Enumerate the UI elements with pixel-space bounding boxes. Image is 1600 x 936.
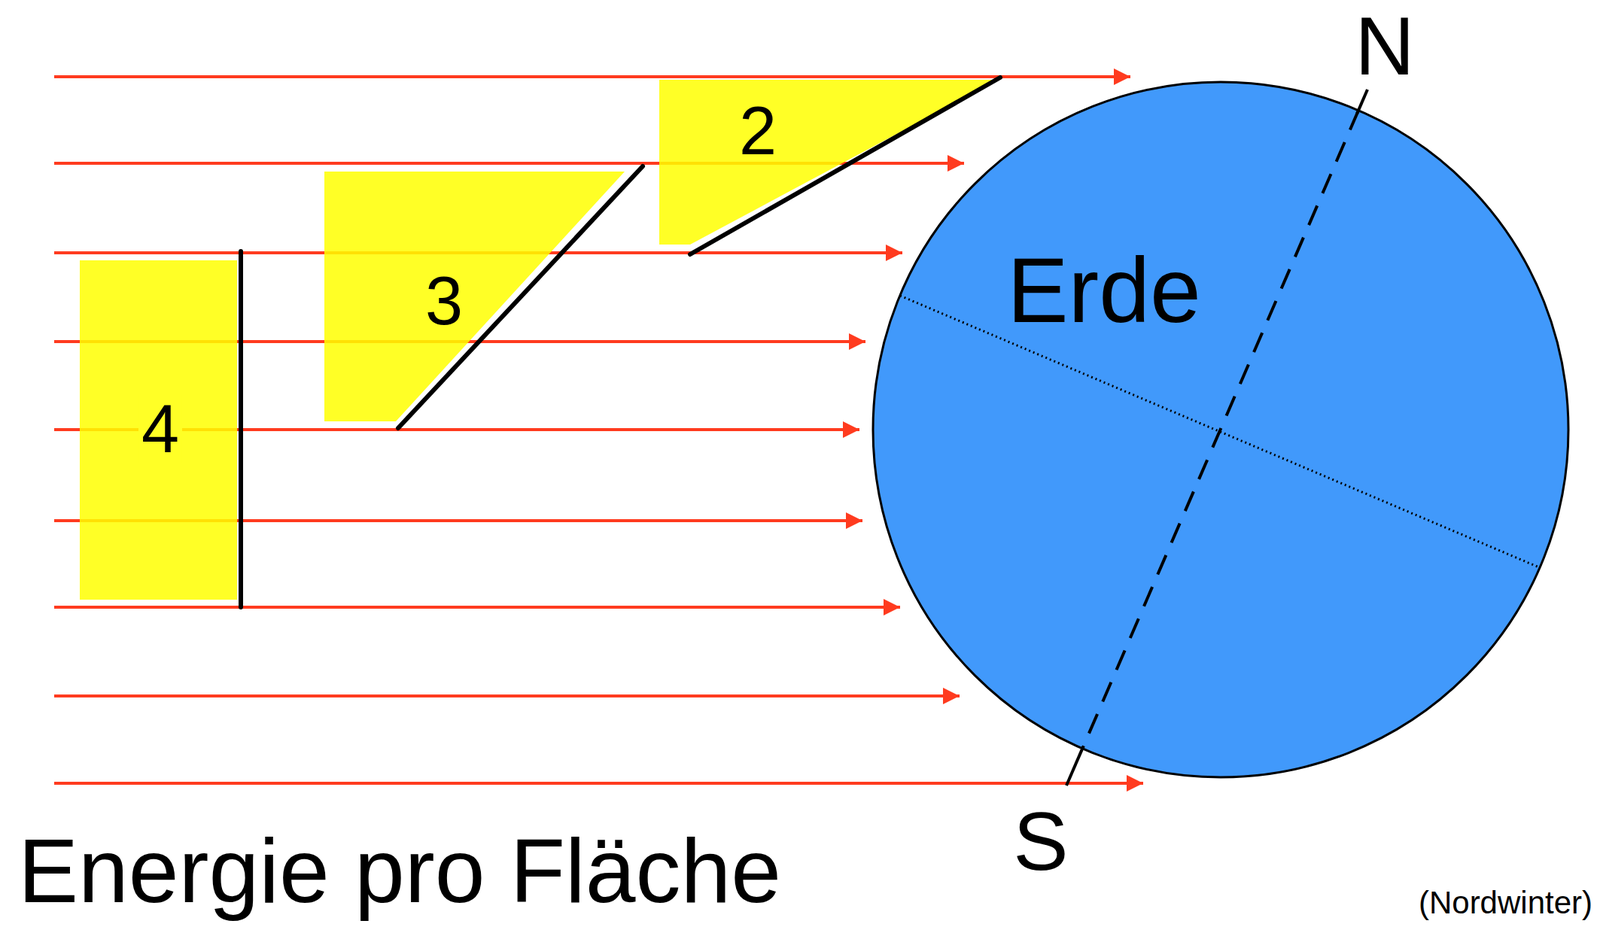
irradiated-area: 3 [319,161,648,433]
sun-ray-arrow [54,605,901,609]
axis-end-north [1356,89,1368,114]
area-shape [319,161,648,433]
caption: Energie pro Fläche [18,825,782,916]
yellow-area [79,260,238,600]
earth-axis [1082,110,1359,749]
surface-line [398,166,643,429]
earth-circle: Erde [871,80,1570,779]
irradiated-area: 4 [79,260,238,600]
pole-label: N [1354,4,1415,88]
surface-line [238,251,244,608]
area-number: 3 [425,267,463,335]
area-number: 4 [138,395,183,463]
axis-end-south [1066,747,1083,786]
pole-label: S [1012,800,1068,883]
sun-ray-arrow [54,781,1144,785]
earth-label: Erde [1006,244,1202,337]
sun-ray-arrow [54,75,1131,79]
yellow-area [324,171,625,422]
area-number: 2 [739,97,777,165]
sun-ray-arrow [54,694,960,698]
season-note: (Nordwinter) [1418,887,1593,919]
earth-disc [873,82,1569,778]
earth-drawing [871,80,1570,779]
